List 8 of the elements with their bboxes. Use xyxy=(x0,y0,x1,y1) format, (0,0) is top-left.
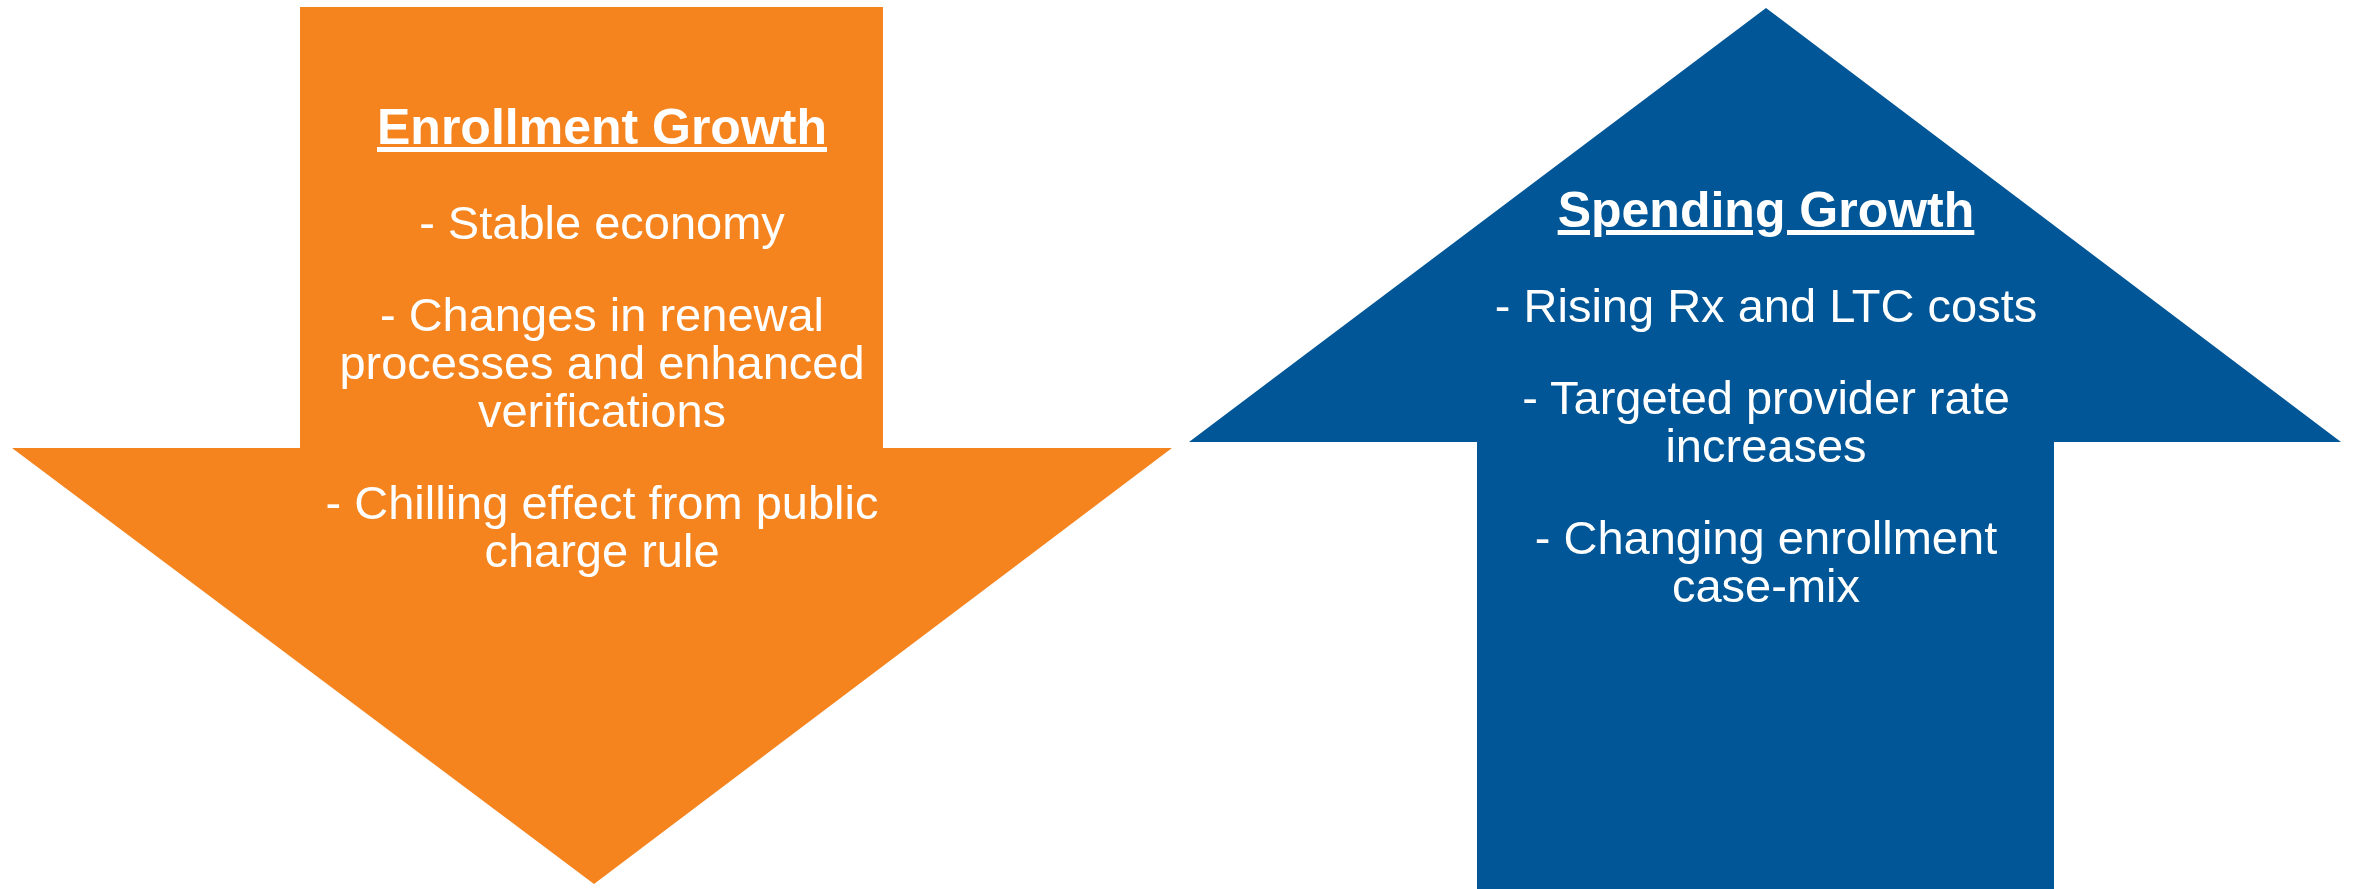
heading: Enrollment Growth xyxy=(377,99,827,155)
bullet-text: - Targeted provider rate increases xyxy=(1521,374,2011,470)
bullet-text: - Stable economy xyxy=(419,199,785,247)
bullet-text: - Changes in renewal processes and enhanced verifications xyxy=(338,291,866,435)
bullet-text: - Chilling effect from public charge rule xyxy=(324,479,880,575)
heading: Spending Growth xyxy=(1557,182,1975,238)
bullet-text: - Changing enrollment case-mix xyxy=(1533,514,1999,610)
bullet-text: - Rising Rx and LTC costs xyxy=(1494,282,2038,330)
